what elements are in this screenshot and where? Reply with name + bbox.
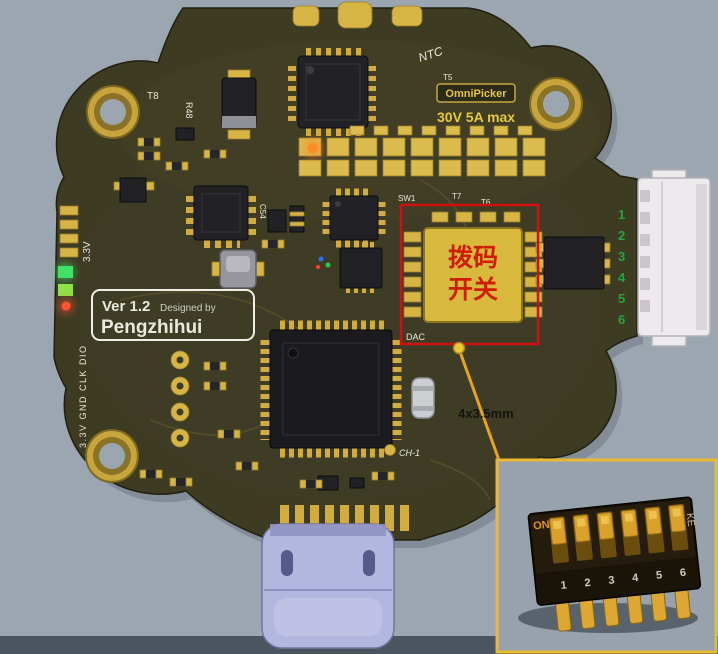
- small-mid-components: [261, 205, 305, 249]
- qfn-ic-b: [339, 242, 383, 293]
- inset-switch-number: 6: [679, 567, 686, 580]
- mounting-hole-top-left: [86, 85, 140, 139]
- connector-pin-number: 2: [618, 228, 625, 243]
- mounting-hole-top-right: [529, 77, 583, 131]
- dip-label-line1: 拨码: [448, 244, 498, 272]
- label-t5: T5: [443, 73, 453, 82]
- inset-side-label: KE: [684, 513, 696, 528]
- label-sw1: SW1: [398, 194, 416, 203]
- capacitor-tantalum: [221, 69, 257, 140]
- left-edge-pads: [59, 205, 79, 258]
- tiny-leds: [316, 256, 331, 269]
- status-leds: [55, 262, 75, 314]
- mid-left-ic: [186, 185, 256, 248]
- connector-pin-number: 4: [618, 270, 626, 285]
- dip-switch-highlight-box: [399, 203, 540, 346]
- connector-pin-numbers: 1 2 3 4 5 6: [618, 207, 626, 327]
- inset-switch-number: 4: [632, 572, 640, 585]
- label-r48: R48: [184, 102, 194, 119]
- pcb-board: T8 R48 NTC T5 OmniPicker 30V 5A max: [53, 1, 638, 541]
- version-text: Ver 1.2: [102, 298, 150, 315]
- label-t7: T7: [452, 192, 462, 201]
- usb-c-connector: [261, 523, 395, 649]
- dimension-label: 4x3.5mm: [458, 406, 514, 421]
- mcu: [260, 320, 402, 458]
- crystal: [411, 377, 435, 419]
- inset-switch-number: 2: [584, 577, 591, 590]
- rating-text: 30V 5A max: [437, 109, 515, 125]
- inset-switch-number: 5: [655, 569, 662, 582]
- label-dac: DAC: [406, 332, 426, 342]
- white-connector: [637, 169, 711, 347]
- label-ch1: CH-1: [399, 448, 420, 458]
- leader-dot: [452, 341, 466, 355]
- inset-switch-number: 3: [608, 574, 615, 587]
- inset-on-label: ON: [533, 519, 551, 533]
- qfn-ic-a: [322, 188, 386, 248]
- connector-pin-number: 5: [618, 291, 625, 306]
- top-edge-pads: [292, 1, 423, 29]
- connector-pin-number: 1: [618, 207, 625, 222]
- label-3v3: 3.3V: [82, 241, 93, 262]
- left-header-labels: 3.3V GND CLK DIO: [78, 344, 88, 448]
- dip-label-line2: 开关: [448, 276, 498, 304]
- label-t8: T8: [147, 91, 159, 102]
- designed-by-text: Designed by: [160, 303, 216, 314]
- version-box: Ver 1.2 Designed by Pengzhihui: [91, 289, 255, 341]
- brand-badge: OmniPicker: [436, 83, 516, 103]
- inset-dip-switch-photo: ON 1 2 3 4 5 6 KE: [495, 458, 718, 654]
- inset-switch-number: 1: [560, 579, 567, 592]
- author-text: Pengzhihui: [101, 317, 202, 338]
- passives-top-left: [113, 127, 227, 203]
- inset-sliders: [548, 503, 689, 564]
- inductor: [211, 249, 265, 289]
- right-ic: [535, 236, 611, 290]
- brand-badge-text: OmniPicker: [445, 88, 507, 100]
- through-hole-pads: [170, 350, 190, 448]
- connector-pin-number: 3: [618, 249, 625, 264]
- mounting-hole-bottom-left: [85, 429, 139, 483]
- inset-switch: ON 1 2 3 4 5 6 KE: [527, 496, 702, 632]
- leader-line: [457, 348, 502, 464]
- bottom-small-parts: [299, 471, 395, 491]
- top-ic: [288, 48, 376, 136]
- dip-switch-pads: [403, 211, 543, 318]
- orange-led: [303, 138, 323, 158]
- label-c54: C54: [258, 204, 267, 219]
- connector-pin-number: 6: [618, 312, 625, 327]
- label-t6: T6: [481, 198, 491, 207]
- dip-switch-body: 拨码 开关: [423, 227, 523, 323]
- ch1-pad: [384, 444, 396, 456]
